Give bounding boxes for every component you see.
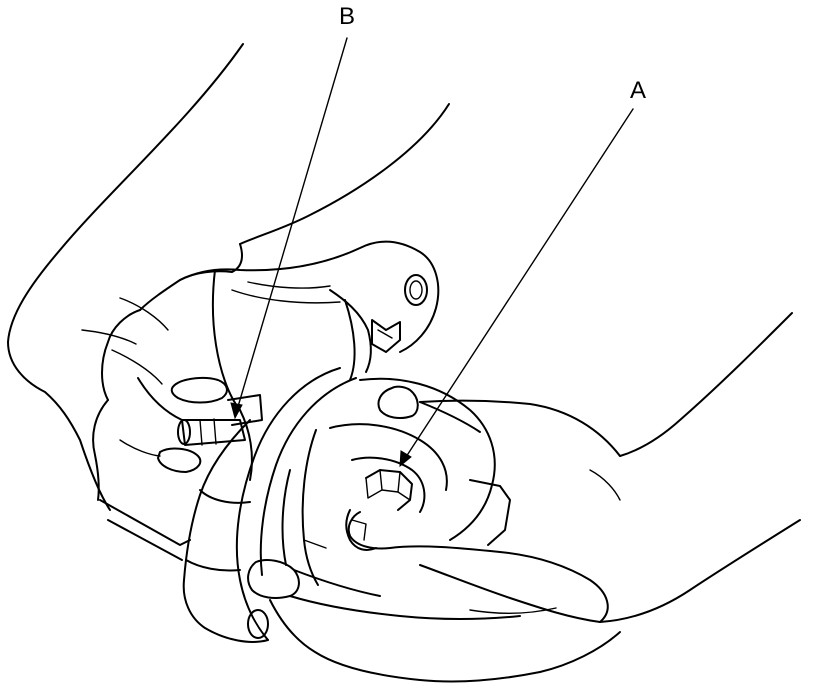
callout-label-b: B <box>339 3 356 30</box>
callout-leader-lines <box>230 37 634 468</box>
callout-label-a: A <box>630 77 647 104</box>
right-hand <box>247 312 801 683</box>
arrowhead-b <box>230 402 243 420</box>
pump-cover-flange <box>182 367 496 643</box>
leader-line-a <box>403 108 634 461</box>
leader-line-b <box>236 37 348 411</box>
pump-housing <box>177 240 440 481</box>
pump-rotor-gear <box>345 456 511 551</box>
left-hand <box>7 43 450 561</box>
arrowhead-a <box>399 450 412 468</box>
